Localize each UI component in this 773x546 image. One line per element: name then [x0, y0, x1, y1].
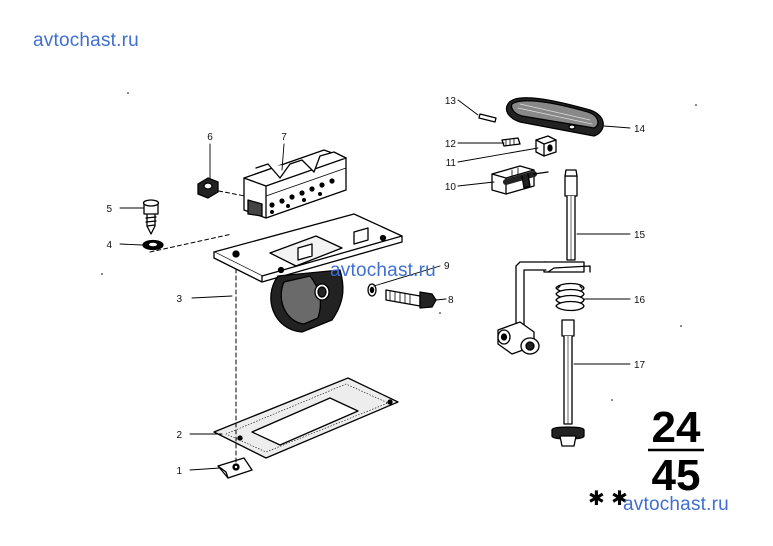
watermark-center: avtochast.ru	[330, 260, 436, 281]
leader-lines	[119, 99, 631, 471]
part-17-lower-rod	[551, 319, 585, 447]
callout-1: 1	[176, 466, 182, 477]
callout-5: 5	[106, 204, 112, 215]
part-13-pin	[478, 113, 497, 123]
part-16-spring	[555, 282, 585, 312]
part-11-block	[535, 135, 557, 157]
callout-12: 12	[445, 139, 457, 150]
watermark-bottom-right: avtochast.ru	[623, 494, 729, 515]
part-1-clip	[217, 457, 253, 479]
callout-4: 4	[106, 240, 112, 251]
part-2-gasket	[213, 377, 399, 459]
part-15-rod	[497, 169, 591, 355]
callout-3: 3	[176, 294, 182, 305]
callout-14: 14	[634, 124, 646, 135]
callout-2: 2	[176, 430, 182, 441]
group-number: 24 45 ✱ ✱	[588, 403, 704, 510]
part-8-bolt	[385, 289, 437, 309]
callout-11: 11	[446, 158, 457, 169]
specks	[101, 92, 697, 401]
part-3-housing	[213, 213, 403, 333]
part-9-washer	[367, 283, 377, 297]
callout-7: 7	[281, 132, 287, 143]
part-7-gate	[243, 149, 347, 219]
asterisk-marks: ✱ ✱	[588, 486, 628, 510]
callout-6: 6	[207, 132, 213, 143]
callout-labels: 1 2 3 4 5 6 7 8 9 10 11 12 13 14 15 16 1…	[106, 96, 645, 477]
part-14-knob	[505, 97, 604, 137]
callout-15: 15	[634, 230, 646, 241]
part-10-connector	[491, 165, 549, 195]
part-4-washer	[142, 239, 164, 251]
callout-13: 13	[445, 96, 457, 107]
callout-16: 16	[634, 295, 646, 306]
part-12-screw	[501, 137, 521, 147]
group-number-top: 24	[652, 403, 701, 452]
group-number-bottom: 45	[652, 451, 701, 500]
callout-8: 8	[448, 295, 454, 306]
callout-9: 9	[444, 261, 450, 272]
callout-17: 17	[634, 360, 646, 371]
part-5-screw	[142, 199, 160, 235]
part-6-nut	[197, 177, 219, 199]
watermark-top-left: avtochast.ru	[33, 30, 139, 51]
callout-10: 10	[445, 182, 457, 193]
